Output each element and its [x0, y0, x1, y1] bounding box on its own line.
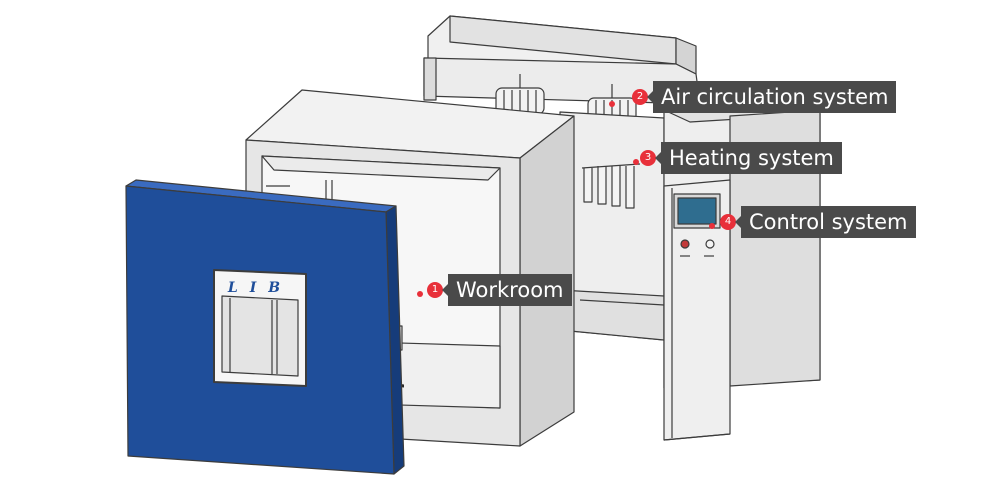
callout-number-badge: 1 [427, 282, 443, 298]
callout-air-circulation-system: 2 Air circulation system [632, 81, 897, 113]
heating-elements [581, 163, 641, 209]
callout-label: Air circulation system [646, 81, 897, 113]
callout-workroom: 1 Workroom [427, 274, 572, 306]
callout-heating-system: 3 Heating system [640, 142, 842, 174]
chamber-door [125, 179, 405, 475]
callout-number-badge: 3 [640, 150, 656, 166]
callout-number-badge: 4 [720, 214, 736, 230]
leader-dots [417, 101, 715, 297]
callout-control-system: 4 Control system [720, 206, 916, 238]
callout-label: Heating system [655, 142, 842, 174]
air-circulation-housing [423, 15, 701, 105]
callout-number-badge: 2 [632, 89, 648, 105]
brand-logo: LIB [227, 280, 292, 296]
callout-label: Control system [735, 206, 916, 238]
control-panel [673, 193, 721, 257]
callout-label: Workroom [442, 274, 572, 306]
